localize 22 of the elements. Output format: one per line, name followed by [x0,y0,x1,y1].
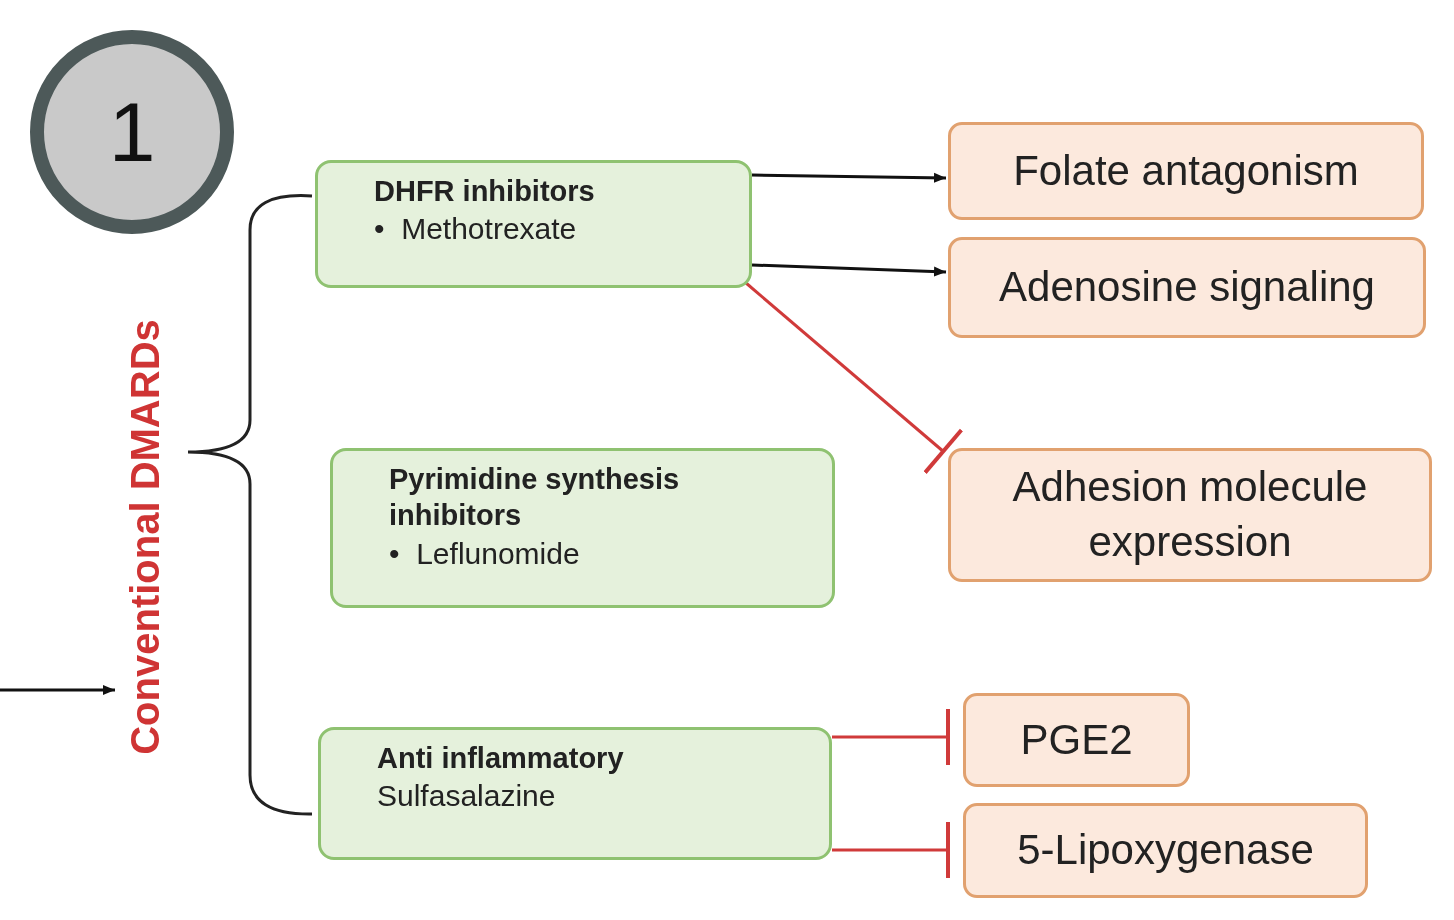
mechanism-box: Adhesion molecule expression [948,448,1432,582]
mechanism-box: 5-Lipoxygenase [963,803,1368,898]
drug-class-box [330,448,835,608]
inhibition-line [832,822,950,878]
mechanism-box: PGE2 [963,693,1190,787]
drug-class-box [315,160,752,288]
arrow [751,172,947,183]
mechanism-box: Folate antagonism [948,122,1424,220]
drug-class-heading: Pyrimidine synthesis inhibitors [389,462,681,534]
drug-class-heading: DHFR inhibitors [374,174,596,209]
inhibition-line [745,281,963,474]
mechanism-box: Adenosine signaling [948,237,1426,338]
arrow [751,263,947,277]
drug-class-box [318,727,832,860]
arrow [0,685,115,695]
drug-name: Sulfasalazine [377,778,557,815]
number-badge: 1 [30,30,234,234]
drug-name: • Methotrexate [374,211,578,248]
drug-name: • Leflunomide [389,535,581,572]
category-label: Conventional DMARDs [117,275,173,799]
inhibition-line [832,709,950,765]
drug-class-heading: Anti inflammatory [377,741,625,776]
